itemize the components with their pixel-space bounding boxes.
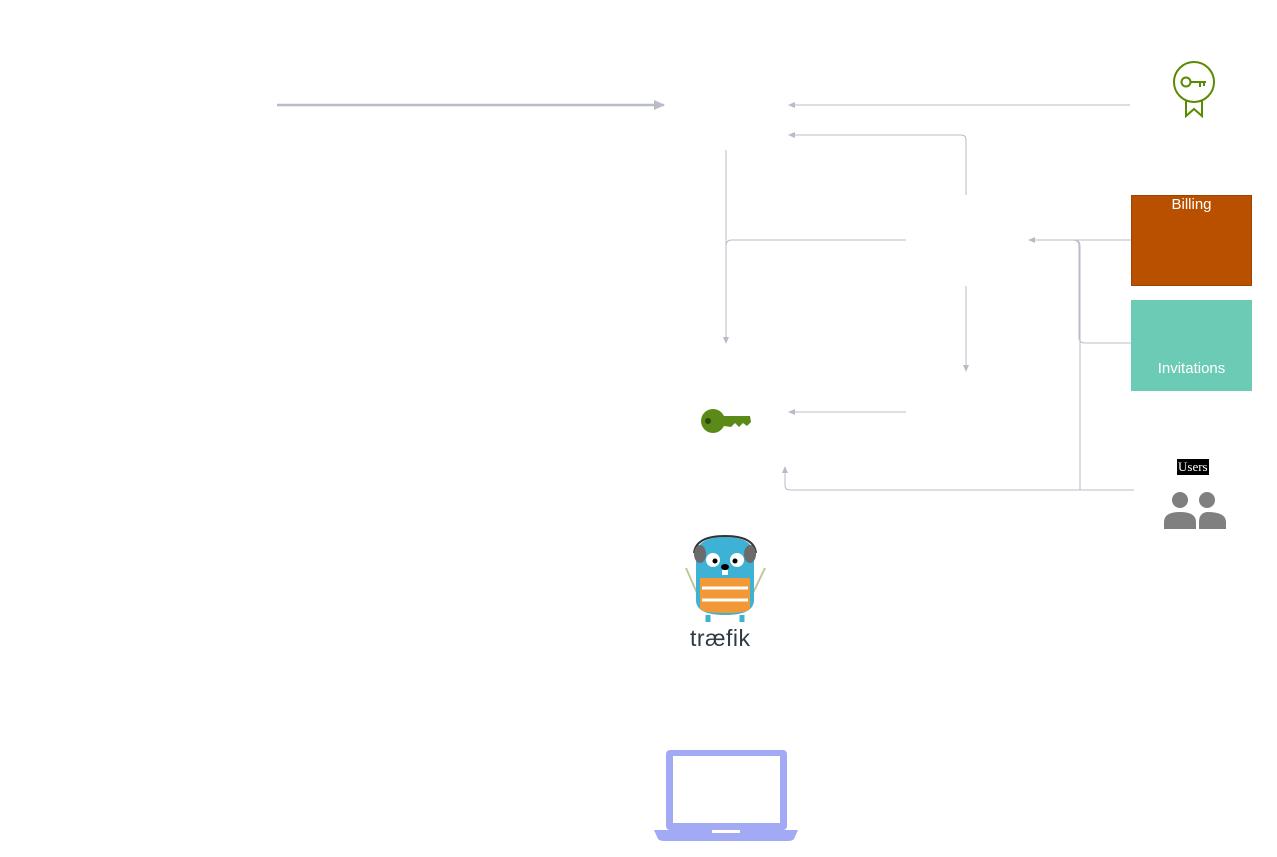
connectors bbox=[277, 100, 1134, 491]
connector-users-up bbox=[1073, 239, 1081, 490]
billing-service: Billing bbox=[1131, 195, 1252, 286]
key-icon bbox=[701, 409, 751, 433]
invitations-service: Invitations bbox=[1131, 300, 1252, 391]
traefik-wordmark: træfik bbox=[690, 625, 751, 651]
billing-label: Billing bbox=[1171, 196, 1212, 213]
certificate-key-icon bbox=[1173, 61, 1215, 119]
connector-auth-to-gateway bbox=[788, 132, 967, 195]
traefik-gopher-icon bbox=[685, 534, 766, 622]
connector-users-to-gateway bbox=[782, 466, 1134, 491]
laptop-icon bbox=[654, 750, 798, 841]
users-label: Users bbox=[1177, 459, 1209, 475]
connector-invitations-to-service bbox=[1072, 239, 1131, 344]
connector-branch-left bbox=[725, 239, 906, 247]
users-icon bbox=[1164, 492, 1226, 529]
invitations-label: Invitations bbox=[1157, 360, 1226, 377]
